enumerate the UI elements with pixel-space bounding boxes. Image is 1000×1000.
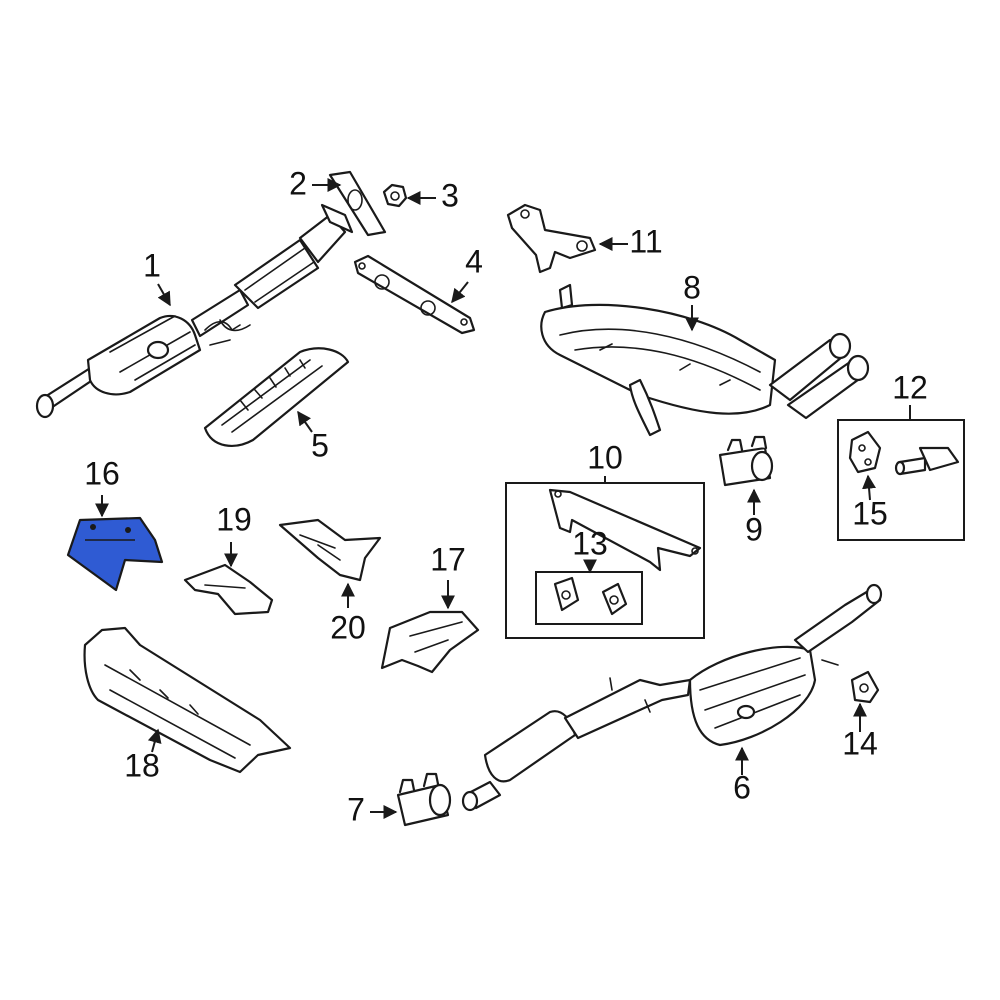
part-7-clamp[interactable] <box>398 774 450 825</box>
callout-10: 10 <box>587 439 623 475</box>
callout-14: 14 <box>842 725 878 761</box>
callout-1: 1 <box>143 247 161 283</box>
callout-4: 4 <box>465 243 483 279</box>
callout-9: 9 <box>745 511 763 547</box>
callout-2: 2 <box>289 165 307 201</box>
callout-19: 19 <box>216 501 252 537</box>
part-4-bracket[interactable] <box>355 256 474 333</box>
part-15-isolator[interactable] <box>850 432 880 472</box>
callout-11: 11 <box>629 223 662 259</box>
callout-17: 17 <box>430 541 466 577</box>
callout-6: 6 <box>733 769 751 805</box>
callout-12: 12 <box>892 369 928 405</box>
part-6-intermediate-pipe[interactable] <box>463 585 881 810</box>
part-16-heat-shield[interactable] <box>68 518 162 590</box>
part-18-underbody-shield[interactable] <box>85 628 290 772</box>
callout-8: 8 <box>683 269 701 305</box>
part-19-shield[interactable] <box>185 565 272 614</box>
callout-16: 16 <box>84 455 120 491</box>
part-13-isolators[interactable] <box>555 578 626 614</box>
part-12-hanger[interactable] <box>896 448 958 474</box>
callout-7: 7 <box>347 791 365 827</box>
part-20-shield[interactable] <box>280 520 380 580</box>
callout-20: 20 <box>330 609 366 645</box>
part-13-group-box <box>536 572 642 624</box>
part-14-isolator[interactable] <box>852 672 878 702</box>
callout-3: 3 <box>441 177 459 213</box>
part-17-shield[interactable] <box>382 612 478 672</box>
part-3-nut[interactable] <box>384 185 406 206</box>
callout-13: 13 <box>572 525 608 561</box>
part-9-clamp[interactable] <box>720 437 772 485</box>
part-8-rear-muffler[interactable] <box>541 285 868 435</box>
part-11-hanger-bracket[interactable] <box>508 205 595 272</box>
callout-18: 18 <box>124 747 160 783</box>
callout-15: 15 <box>852 495 888 531</box>
callout-5: 5 <box>311 427 329 463</box>
